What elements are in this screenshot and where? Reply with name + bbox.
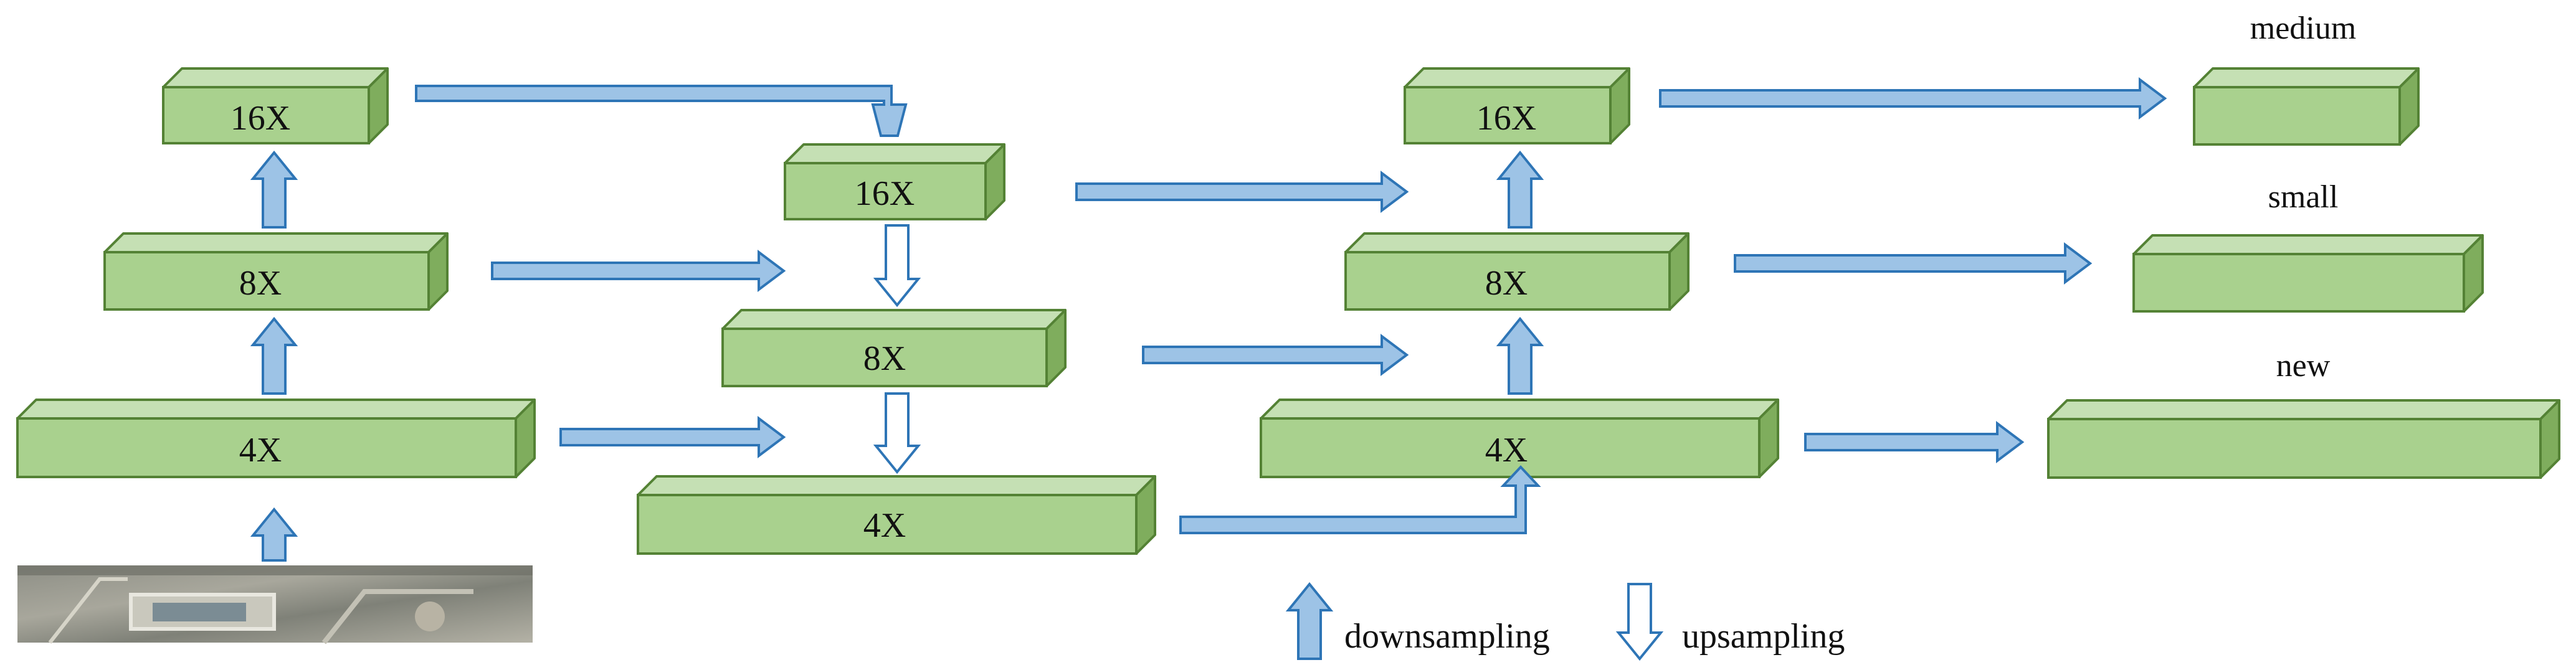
block-bottomup-8x (1344, 232, 1690, 311)
output-label-new: new (2276, 348, 2331, 384)
legend-label-downsampling: downsampling (1344, 617, 1550, 656)
output-label-small: small (2268, 179, 2339, 215)
lateral-arrow-b16-to-t16 (415, 85, 908, 137)
block-topdown-8x (721, 309, 1067, 387)
downsample-arrow-u8-to-u16 (1496, 150, 1544, 229)
lateral-arrow-b8-to-t8 (491, 250, 786, 292)
downsample-arrow-8x-to-16x (250, 150, 298, 229)
block-label-backbone-8x: 8X (239, 264, 282, 303)
block-topdown-4x (637, 475, 1156, 555)
legend-downsampling-arrow-icon (1285, 582, 1334, 660)
output-block-medium (2193, 67, 2420, 146)
output-label-medium: medium (2250, 11, 2356, 46)
downsample-arrow-input-to-4x (250, 507, 298, 562)
block-label-backbone-4x: 4X (239, 431, 282, 469)
block-backbone-4x (16, 399, 536, 478)
output-block-small (2132, 234, 2484, 313)
legend-upsampling-arrow-icon (1615, 583, 1664, 661)
output-arrow-small (1734, 242, 2093, 285)
block-backbone-8x (103, 232, 449, 311)
block-bottomup-4x (1260, 399, 1779, 478)
block-label-bottomup-8x: 8X (1485, 264, 1528, 303)
downsample-arrow-u4-to-u8 (1496, 316, 1544, 395)
block-label-topdown-16x: 16X (855, 174, 915, 213)
output-block-new (2047, 399, 2560, 479)
block-label-topdown-4x: 4X (863, 506, 906, 545)
downsample-arrow-4x-to-8x (250, 316, 298, 395)
legend-label-upsampling: upsampling (1682, 617, 1845, 656)
output-arrow-medium (1659, 77, 2167, 120)
block-label-topdown-8x: 8X (863, 339, 906, 378)
lateral-arrow-b4-to-t4 (559, 416, 786, 458)
lateral-arrow-t16-to-u16 (1075, 171, 1409, 213)
block-label-backbone-16x: 16X (231, 99, 290, 138)
output-arrow-new (1804, 421, 2025, 463)
block-label-bottomup-4x: 4X (1485, 431, 1528, 469)
block-backbone-16x (162, 67, 389, 144)
lateral-arrow-t4-to-u4 (1179, 465, 1541, 534)
lateral-arrow-t8-to-u8 (1142, 334, 1409, 376)
block-label-bottomup-16x: 16X (1476, 99, 1536, 138)
upsample-arrow-t16-to-t8 (873, 224, 921, 308)
input-image-thumbnail (17, 565, 533, 644)
block-topdown-16x (784, 143, 1005, 220)
upsample-arrow-t8-to-t4 (873, 392, 921, 474)
block-bottomup-16x (1404, 67, 1630, 144)
